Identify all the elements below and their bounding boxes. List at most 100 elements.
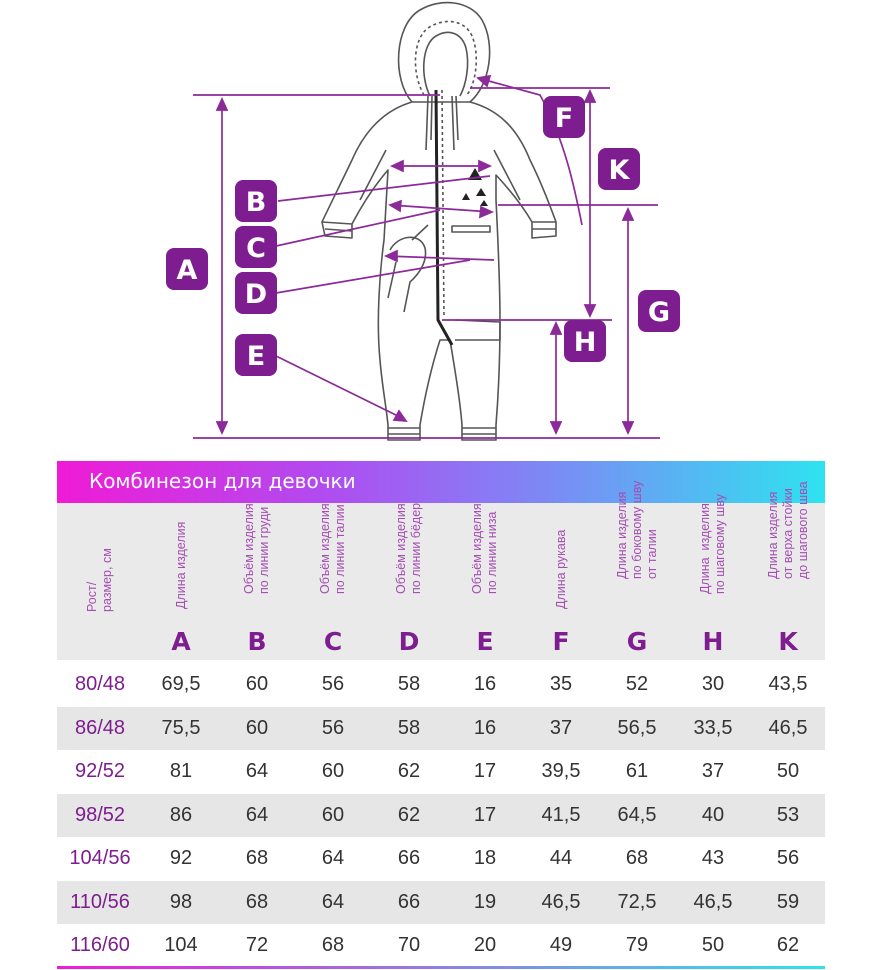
badge-g: G: [638, 290, 680, 332]
value-cell: 50: [776, 760, 800, 782]
value-cell: 68: [321, 934, 345, 956]
value-cell: 62: [397, 760, 421, 782]
value-cell: 39,5: [541, 760, 581, 782]
badge-b: B: [235, 180, 277, 222]
badge-k: K: [598, 148, 640, 190]
value-cell: 64,5: [617, 803, 657, 826]
header-label: Длина изделия по боковому шву от талии: [614, 480, 659, 579]
value-cell: 81: [169, 760, 193, 782]
value-cell: 43,5: [768, 673, 808, 695]
header-label: Объём изделия по линии груди: [242, 503, 271, 594]
size-cell: 104/56: [69, 847, 131, 869]
badge-a: A: [166, 248, 208, 290]
value-cell: 46,5: [768, 716, 808, 739]
header-letter: G: [626, 627, 648, 656]
header-label: Длина изделия по шаговому шву: [698, 494, 727, 594]
size-cell: 116/60: [70, 934, 130, 956]
value-cell: 40: [701, 803, 725, 826]
badge-h: H: [564, 320, 606, 362]
svg-text:F: F: [555, 103, 573, 134]
value-cell: 60: [245, 673, 269, 695]
size-cell: 98/52: [74, 803, 126, 826]
svg-text:C: C: [246, 233, 266, 264]
value-cell: 41,5: [541, 803, 581, 826]
value-cell: 75,5: [161, 716, 201, 739]
value-cell: 35: [549, 673, 573, 695]
table-title: Комбинезон для девочки: [89, 469, 356, 493]
header-letter: B: [247, 627, 267, 656]
bottom-divider: [57, 966, 825, 969]
value-cell: 92: [169, 847, 193, 869]
header-cell: Длина изделия от верха стойки до шаговог…: [751, 481, 825, 660]
header-letter: D: [398, 627, 420, 656]
header-letter: A: [171, 627, 191, 656]
measurement-lines: [193, 74, 660, 439]
value-cell: 30: [701, 673, 725, 695]
garment-diagram: A B C D E F G H K: [166, 1, 680, 441]
triangle-print: [462, 168, 488, 206]
header-label: Объём изделия по линии бёдер: [394, 502, 423, 594]
value-cell: 104: [164, 934, 198, 956]
header-letter: H: [702, 627, 724, 656]
value-cell: 44: [549, 847, 573, 869]
value-cell: 62: [776, 934, 800, 956]
svg-text:D: D: [245, 279, 267, 310]
value-cell: 79: [625, 934, 649, 956]
badge-c: C: [235, 226, 277, 268]
svg-text:H: H: [574, 327, 597, 358]
value-cell: 64: [245, 803, 269, 826]
header-label: Длина изделия: [173, 521, 188, 609]
value-cell: 49: [549, 934, 573, 956]
badges: A B C D E F G H K: [166, 96, 680, 376]
value-cell: 18: [473, 847, 497, 869]
svg-text:K: K: [609, 155, 631, 186]
size-cell: 110/56: [70, 890, 130, 913]
value-cell: 43: [701, 847, 725, 869]
value-cell: 52: [625, 673, 649, 695]
value-cell: 98: [169, 890, 193, 913]
header-label: Объём изделия по линии талии: [318, 503, 347, 594]
header-label: Объём изделия по линии низа: [470, 503, 499, 594]
value-cell: 53: [776, 803, 800, 826]
value-cell: 60: [321, 803, 345, 826]
value-cell: 17: [473, 803, 497, 826]
value-cell: 46,5: [693, 890, 733, 913]
table-title-bar: Комбинезон для девочки: [57, 461, 825, 503]
value-cell: 68: [245, 890, 269, 913]
value-cell: 68: [625, 847, 649, 869]
value-cell: 56: [321, 673, 345, 695]
header-label: Длина рукава: [553, 529, 568, 609]
value-cell: 20: [473, 934, 497, 956]
value-cell: 56: [776, 847, 800, 869]
size-cell: 92/52: [74, 760, 126, 782]
svg-text:B: B: [246, 187, 267, 218]
badge-d: D: [235, 272, 277, 314]
header-label: Рост/ размер, см: [85, 548, 114, 612]
value-cell: 72: [245, 934, 269, 956]
value-cell: 64: [321, 890, 345, 913]
size-cell: 80/48: [74, 673, 126, 695]
value-cell: 56,5: [617, 716, 657, 739]
header-letter: C: [323, 627, 343, 656]
value-cell: 64: [245, 760, 269, 782]
header-cell: Рост/ размер, см: [57, 503, 143, 660]
value-cell: 86: [169, 803, 193, 826]
value-cell: 66: [397, 890, 421, 913]
value-cell: 72,5: [617, 890, 657, 913]
value-cell: 58: [397, 673, 421, 695]
value-cell: 37: [701, 760, 725, 782]
value-cell: 70: [397, 934, 421, 956]
header-letter: F: [552, 627, 570, 656]
